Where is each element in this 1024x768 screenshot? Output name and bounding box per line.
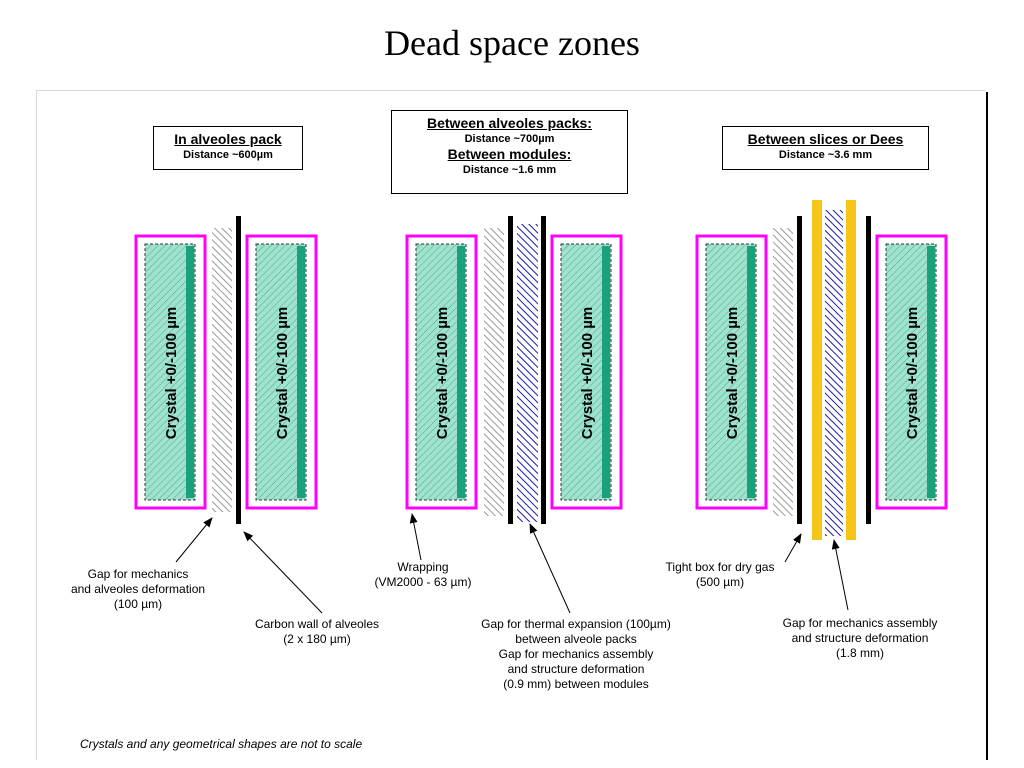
arrow-tight-box <box>784 533 802 563</box>
crystal-6-group: Crystal +0/-100 µm <box>875 234 948 510</box>
assembly-gap-line-2: and structure deformation <box>791 631 929 645</box>
arrow-carbon-wall <box>243 531 323 614</box>
page-title: Dead space zones <box>384 23 640 63</box>
carbon-wall-3 <box>541 216 546 524</box>
alveoles-pack-distance: Distance ~600µm <box>183 149 273 161</box>
crystal-4-label: Crystal +0/-100 µm <box>579 307 596 439</box>
crystal-1-stripe <box>186 246 194 498</box>
crystal-2-group: Crystal +0/-100 µm <box>245 234 318 510</box>
gap-hatch-2 <box>484 228 504 516</box>
crystal-2-stripe <box>297 246 305 498</box>
carbon-wall-line-1: Carbon wall of alveoles <box>254 617 380 631</box>
between-packs-box: Between alveoles packs: Distance ~700µm … <box>391 110 628 194</box>
between-modules-heading: Between modules: <box>447 146 572 162</box>
alveoles-pack-heading: In alveoles pack <box>174 131 282 147</box>
thermal-line-4: and structure deformation <box>507 662 645 676</box>
wrapping-line-2: (VM2000 - 63 µm) <box>374 575 472 589</box>
arrow-thermal-gap <box>529 523 571 614</box>
thermal-line-5: (0.9 mm) between modules <box>503 677 649 691</box>
crystal-4-group: Crystal +0/-100 µm <box>550 234 623 510</box>
crystal-6-stripe <box>927 246 935 498</box>
crystal-5-group: Crystal +0/-100 µm <box>695 234 768 510</box>
assembly-gap-line-3: (1.8 mm) <box>836 646 884 660</box>
frame-top-border <box>36 90 986 91</box>
arrow-gap-mechanics <box>175 517 213 563</box>
tight-box-label: Tight box for dry gas (500 µm) <box>640 560 800 590</box>
gap-hatch-1 <box>212 228 232 512</box>
wrapping-label: Wrapping (VM2000 - 63 µm) <box>353 560 493 590</box>
carbon-wall-2 <box>508 216 513 524</box>
tight-box-left <box>812 200 822 540</box>
tight-box-line-2: (500 µm) <box>695 575 745 589</box>
assembly-gap-hatch <box>825 210 843 536</box>
carbon-wall-line-2: (2 x 180 µm) <box>283 632 351 646</box>
crystal-5-stripe <box>747 246 755 498</box>
carbon-wall-5 <box>866 216 871 524</box>
between-slices-box: Between slices or Dees Distance ~3.6 mm <box>722 126 929 170</box>
gap-mechanics-line-2: and alveoles deformation <box>70 582 206 596</box>
frame-right-border <box>986 92 988 760</box>
crystal-4-stripe <box>602 246 610 498</box>
between-modules-distance: Distance ~1.6 mm <box>462 164 557 176</box>
footnote: Crystals and any geometrical shapes are … <box>80 737 363 751</box>
assembly-gap-line-1: Gap for mechanics assembly <box>782 616 938 630</box>
gap-mechanics-line-3: (100 µm) <box>113 597 163 611</box>
carbon-wall-label: Carbon wall of alveoles (2 x 180 µm) <box>222 617 412 647</box>
carbon-wall-4 <box>797 216 802 524</box>
crystal-6-label: Crystal +0/-100 µm <box>904 307 921 439</box>
gap-mechanics-line-1: Gap for mechanics <box>87 567 189 581</box>
wrapping-line-1: Wrapping <box>397 560 449 574</box>
crystal-1-label: Crystal +0/-100 µm <box>163 307 180 439</box>
thermal-gap-hatch <box>517 224 538 522</box>
carbon-wall-1 <box>236 216 241 524</box>
thermal-line-1: Gap for thermal expansion (100µm) <box>481 617 671 631</box>
crystal-3-stripe <box>457 246 465 498</box>
crystal-3-label: Crystal +0/-100 µm <box>434 307 451 439</box>
between-packs-heading: Between alveoles packs: <box>427 115 592 131</box>
assembly-gap-label: Gap for mechanics assembly and structure… <box>760 616 960 661</box>
crystal-2-label: Crystal +0/-100 µm <box>274 307 291 439</box>
tight-box-right <box>846 200 856 540</box>
between-slices-heading: Between slices or Dees <box>747 131 904 147</box>
arrow-wrapping <box>409 513 422 561</box>
thermal-line-2: between alveole packs <box>515 632 637 646</box>
between-packs-distance: Distance ~700µm <box>464 133 555 145</box>
tight-box-line-1: Tight box for dry gas <box>665 560 775 574</box>
frame-left-border <box>36 90 37 760</box>
crystal-1-group: Crystal +0/-100 µm <box>134 234 207 510</box>
alveoles-pack-box: In alveoles pack Distance ~600µm <box>153 126 303 170</box>
crystal-3-group: Crystal +0/-100 µm <box>405 234 478 510</box>
thermal-line-3: Gap for mechanics assembly <box>498 647 654 661</box>
thermal-gap-label: Gap for thermal expansion (100µm) betwee… <box>460 617 692 692</box>
crystal-5-label: Crystal +0/-100 µm <box>724 307 741 439</box>
between-slices-distance: Distance ~3.6 mm <box>778 149 873 161</box>
gap-hatch-3 <box>773 228 793 516</box>
gap-mechanics-label: Gap for mechanics and alveoles deformati… <box>58 567 218 612</box>
arrow-assembly-gap <box>831 539 849 611</box>
